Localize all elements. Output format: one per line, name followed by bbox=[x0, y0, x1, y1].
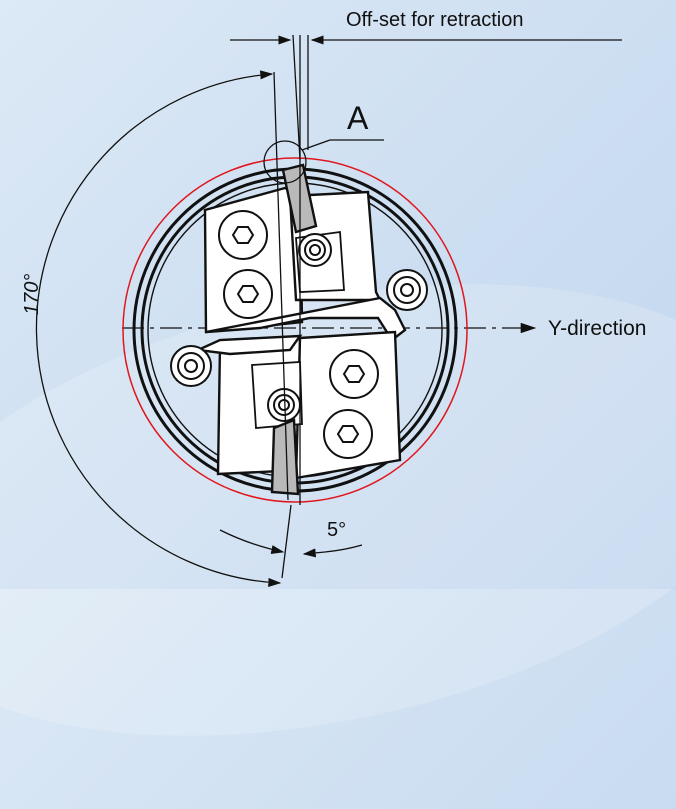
y-direction-label: Y-direction bbox=[548, 317, 647, 340]
angle-170-arc bbox=[35, 70, 282, 588]
angle-5-label: 5° bbox=[327, 519, 347, 541]
detail-a-label: A bbox=[347, 100, 369, 136]
boring-head-drawing bbox=[35, 34, 622, 588]
angle-170-label: 170° bbox=[21, 273, 43, 315]
angle-5-dimension bbox=[219, 529, 363, 558]
offset-for-retraction-label: Off-set for retraction bbox=[346, 9, 524, 31]
lower-insert bbox=[270, 418, 300, 496]
clearance-circle bbox=[122, 157, 468, 503]
